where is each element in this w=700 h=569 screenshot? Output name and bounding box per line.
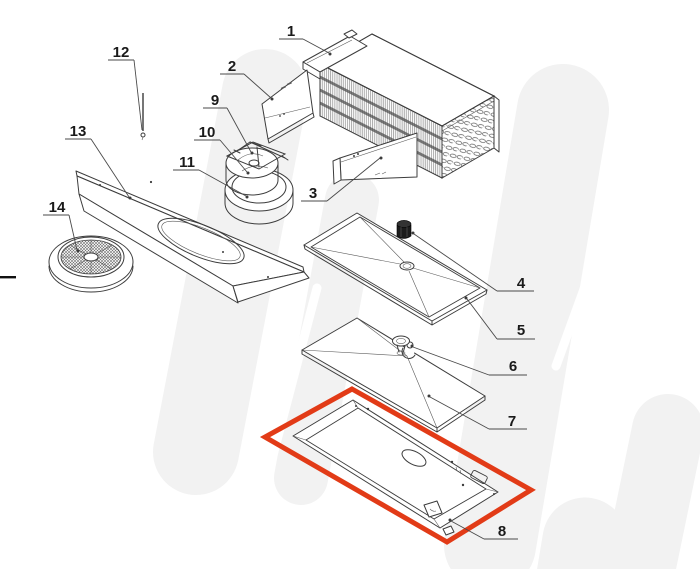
callout-3: 3 <box>301 156 383 202</box>
part-label-10: 10 <box>199 124 216 141</box>
callout-12: 12 <box>108 44 143 131</box>
highlight-box <box>259 386 536 545</box>
fan-motor-bracket <box>233 141 289 168</box>
part-label-2: 2 <box>228 58 236 75</box>
callout-9: 9 <box>203 92 254 155</box>
base-pan-oval-hole <box>401 449 427 467</box>
coil-end-lip <box>493 95 500 153</box>
callout-10: 10 <box>194 124 250 175</box>
fan <box>225 141 287 196</box>
round-grille <box>48 235 134 293</box>
callout-7: 7 <box>427 394 527 430</box>
callout-1: 1 <box>279 23 332 56</box>
part-label-6: 6 <box>509 358 517 375</box>
callout-6: 6 <box>410 344 527 376</box>
coil-tube-rows <box>319 75 443 167</box>
pan-creases <box>310 216 481 318</box>
side-panel-left <box>261 69 315 144</box>
callout-8: 8 <box>448 518 518 540</box>
callouts: 1 2 3 4 5 6 7 <box>43 23 535 540</box>
sensor-rod <box>140 93 146 141</box>
part-label-13: 13 <box>70 123 87 140</box>
callout-11: 11 <box>173 154 249 199</box>
callout-13: 13 <box>65 123 132 200</box>
fan-frame <box>225 141 287 170</box>
drain-pan <box>303 212 488 326</box>
drain-fitting <box>392 335 414 356</box>
base-pan-cutout <box>470 470 488 484</box>
page-edge-tick <box>0 276 16 279</box>
front-panel <box>332 132 418 185</box>
part-label-5: 5 <box>517 322 525 339</box>
callout-5: 5 <box>464 296 535 340</box>
callout-4: 4 <box>411 231 534 292</box>
coil-end-flange-line <box>441 100 495 132</box>
part-label-1: 1 <box>287 23 295 40</box>
part-label-4: 4 <box>517 275 526 292</box>
duct-oval-opening <box>157 217 245 265</box>
base-pan <box>292 399 499 536</box>
drain-plug <box>396 220 412 239</box>
part-label-12: 12 <box>113 44 130 61</box>
part-label-14: 14 <box>49 199 66 216</box>
part-label-3: 3 <box>309 185 317 202</box>
base-pan-tab <box>442 525 455 536</box>
part-label-9: 9 <box>211 92 219 109</box>
callout-2: 2 <box>220 58 274 101</box>
base-pan-bracket <box>423 500 443 518</box>
part-label-8: 8 <box>498 523 506 540</box>
callout-14: 14 <box>43 199 80 253</box>
part-label-7: 7 <box>508 413 516 430</box>
drain-hole <box>399 261 415 271</box>
part-label-11: 11 <box>179 154 195 171</box>
mid-panel <box>301 317 486 433</box>
side-duct-panel <box>75 170 310 304</box>
coil-top-bracket <box>302 29 368 80</box>
